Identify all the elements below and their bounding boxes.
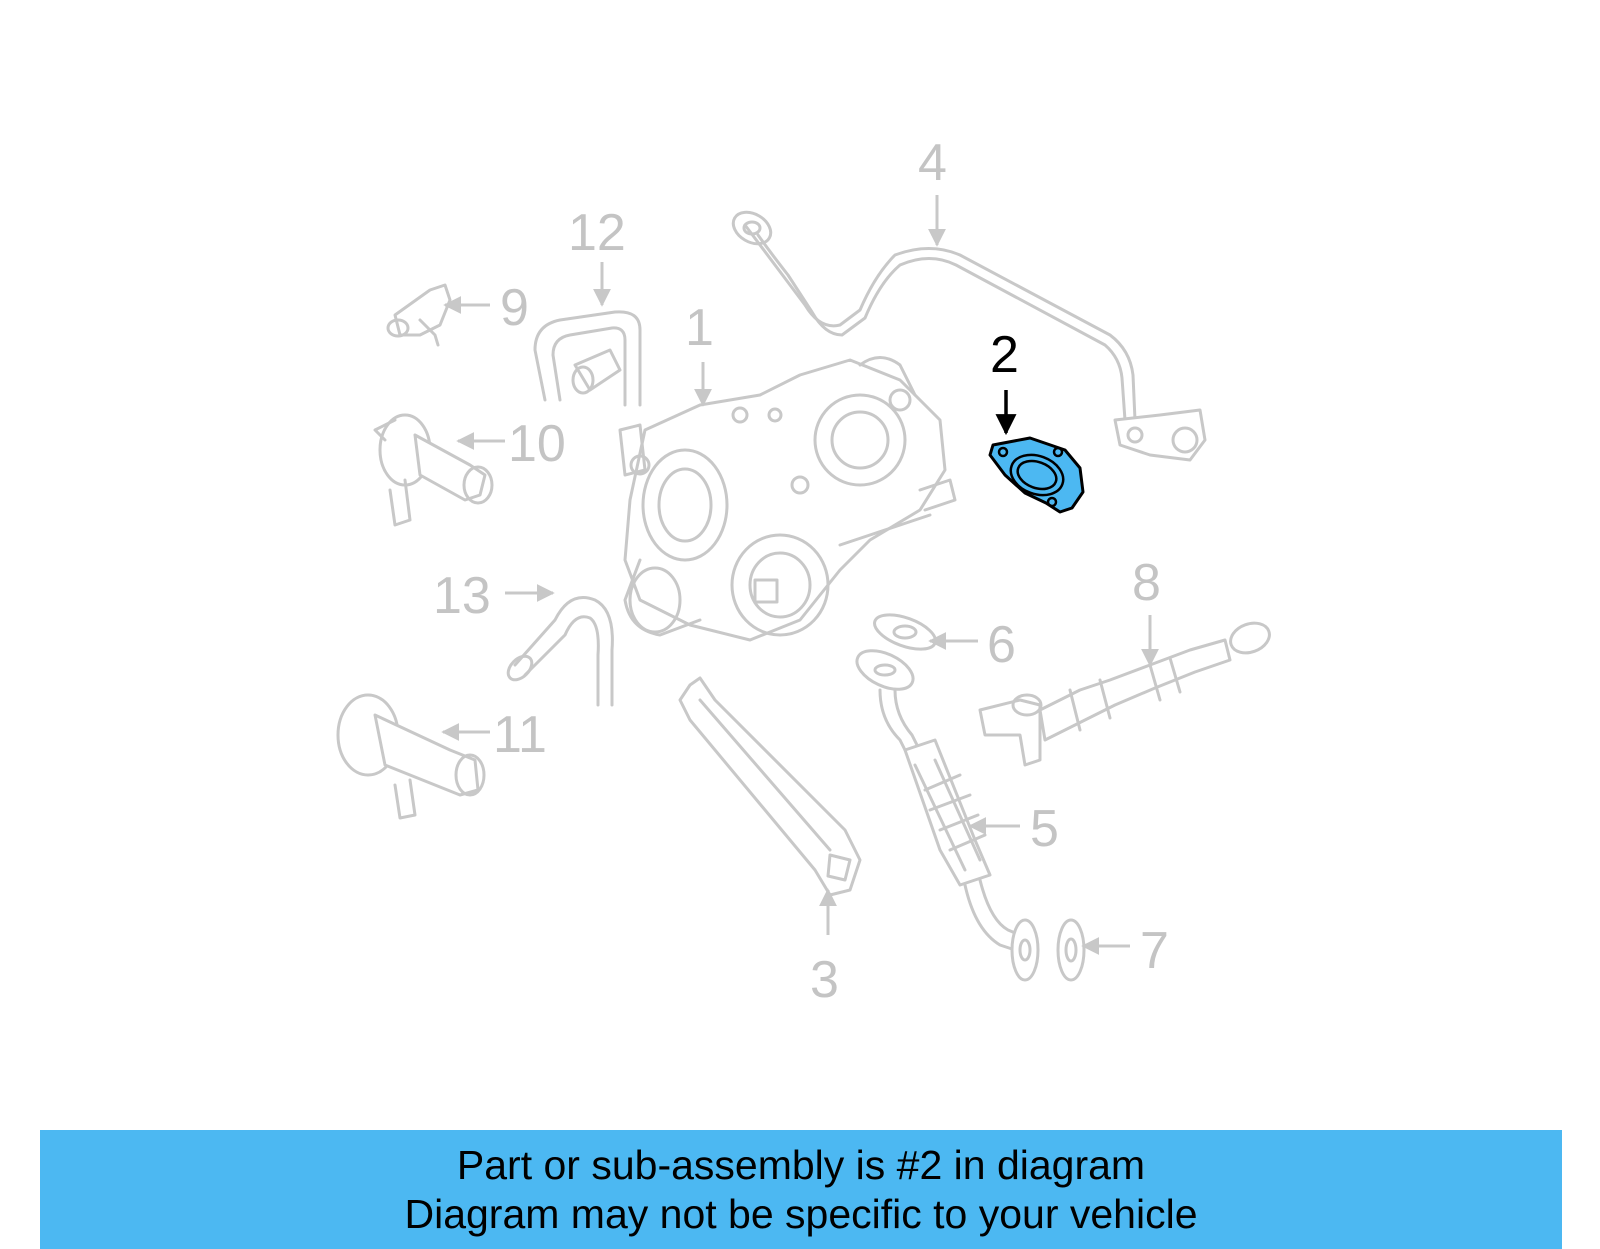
callout-1: 1 bbox=[685, 299, 714, 357]
banner-line-part-number: Part or sub-assembly is #2 in diagram bbox=[456, 1142, 1146, 1188]
part-3-bracket bbox=[678, 676, 862, 897]
leader-lines bbox=[441, 195, 1159, 955]
callout-8: 8 bbox=[1132, 554, 1161, 612]
part-8-coolant-line bbox=[978, 621, 1271, 767]
callout-3: 3 bbox=[810, 951, 839, 1009]
callout-10: 10 bbox=[508, 415, 566, 473]
callout-5: 5 bbox=[1030, 800, 1059, 858]
banner-line-disclaimer: Diagram may not be specific to your vehi… bbox=[404, 1191, 1198, 1237]
part-12-hose bbox=[533, 310, 642, 407]
callout-6: 6 bbox=[987, 616, 1016, 674]
part-10-valve bbox=[373, 413, 494, 527]
part-5-oil-return-line bbox=[855, 649, 1040, 982]
part-9-sensor bbox=[386, 283, 452, 347]
part-11-valve bbox=[336, 693, 486, 820]
part-6-gasket bbox=[873, 613, 937, 651]
part-1-turbocharger bbox=[618, 356, 957, 642]
parts-diagram: 1 2 3 4 5 6 7 8 9 10 11 12 13 bbox=[336, 134, 1271, 1009]
info-banner: Part or sub-assembly is #2 in diagram Di… bbox=[40, 1130, 1562, 1249]
callout-labels: 1 2 3 4 5 6 7 8 9 10 11 12 13 bbox=[433, 134, 1169, 1009]
callout-12: 12 bbox=[568, 204, 626, 262]
part-13-hose bbox=[506, 596, 614, 707]
part-7-gasket bbox=[1056, 918, 1086, 982]
part-4-oil-line bbox=[731, 210, 1207, 462]
callout-9: 9 bbox=[500, 279, 529, 337]
callout-11: 11 bbox=[493, 706, 547, 764]
callout-13: 13 bbox=[433, 567, 491, 625]
callout-7: 7 bbox=[1140, 922, 1169, 980]
callout-2: 2 bbox=[990, 326, 1019, 384]
callout-4: 4 bbox=[918, 134, 947, 192]
part-2-gasket bbox=[988, 436, 1085, 514]
